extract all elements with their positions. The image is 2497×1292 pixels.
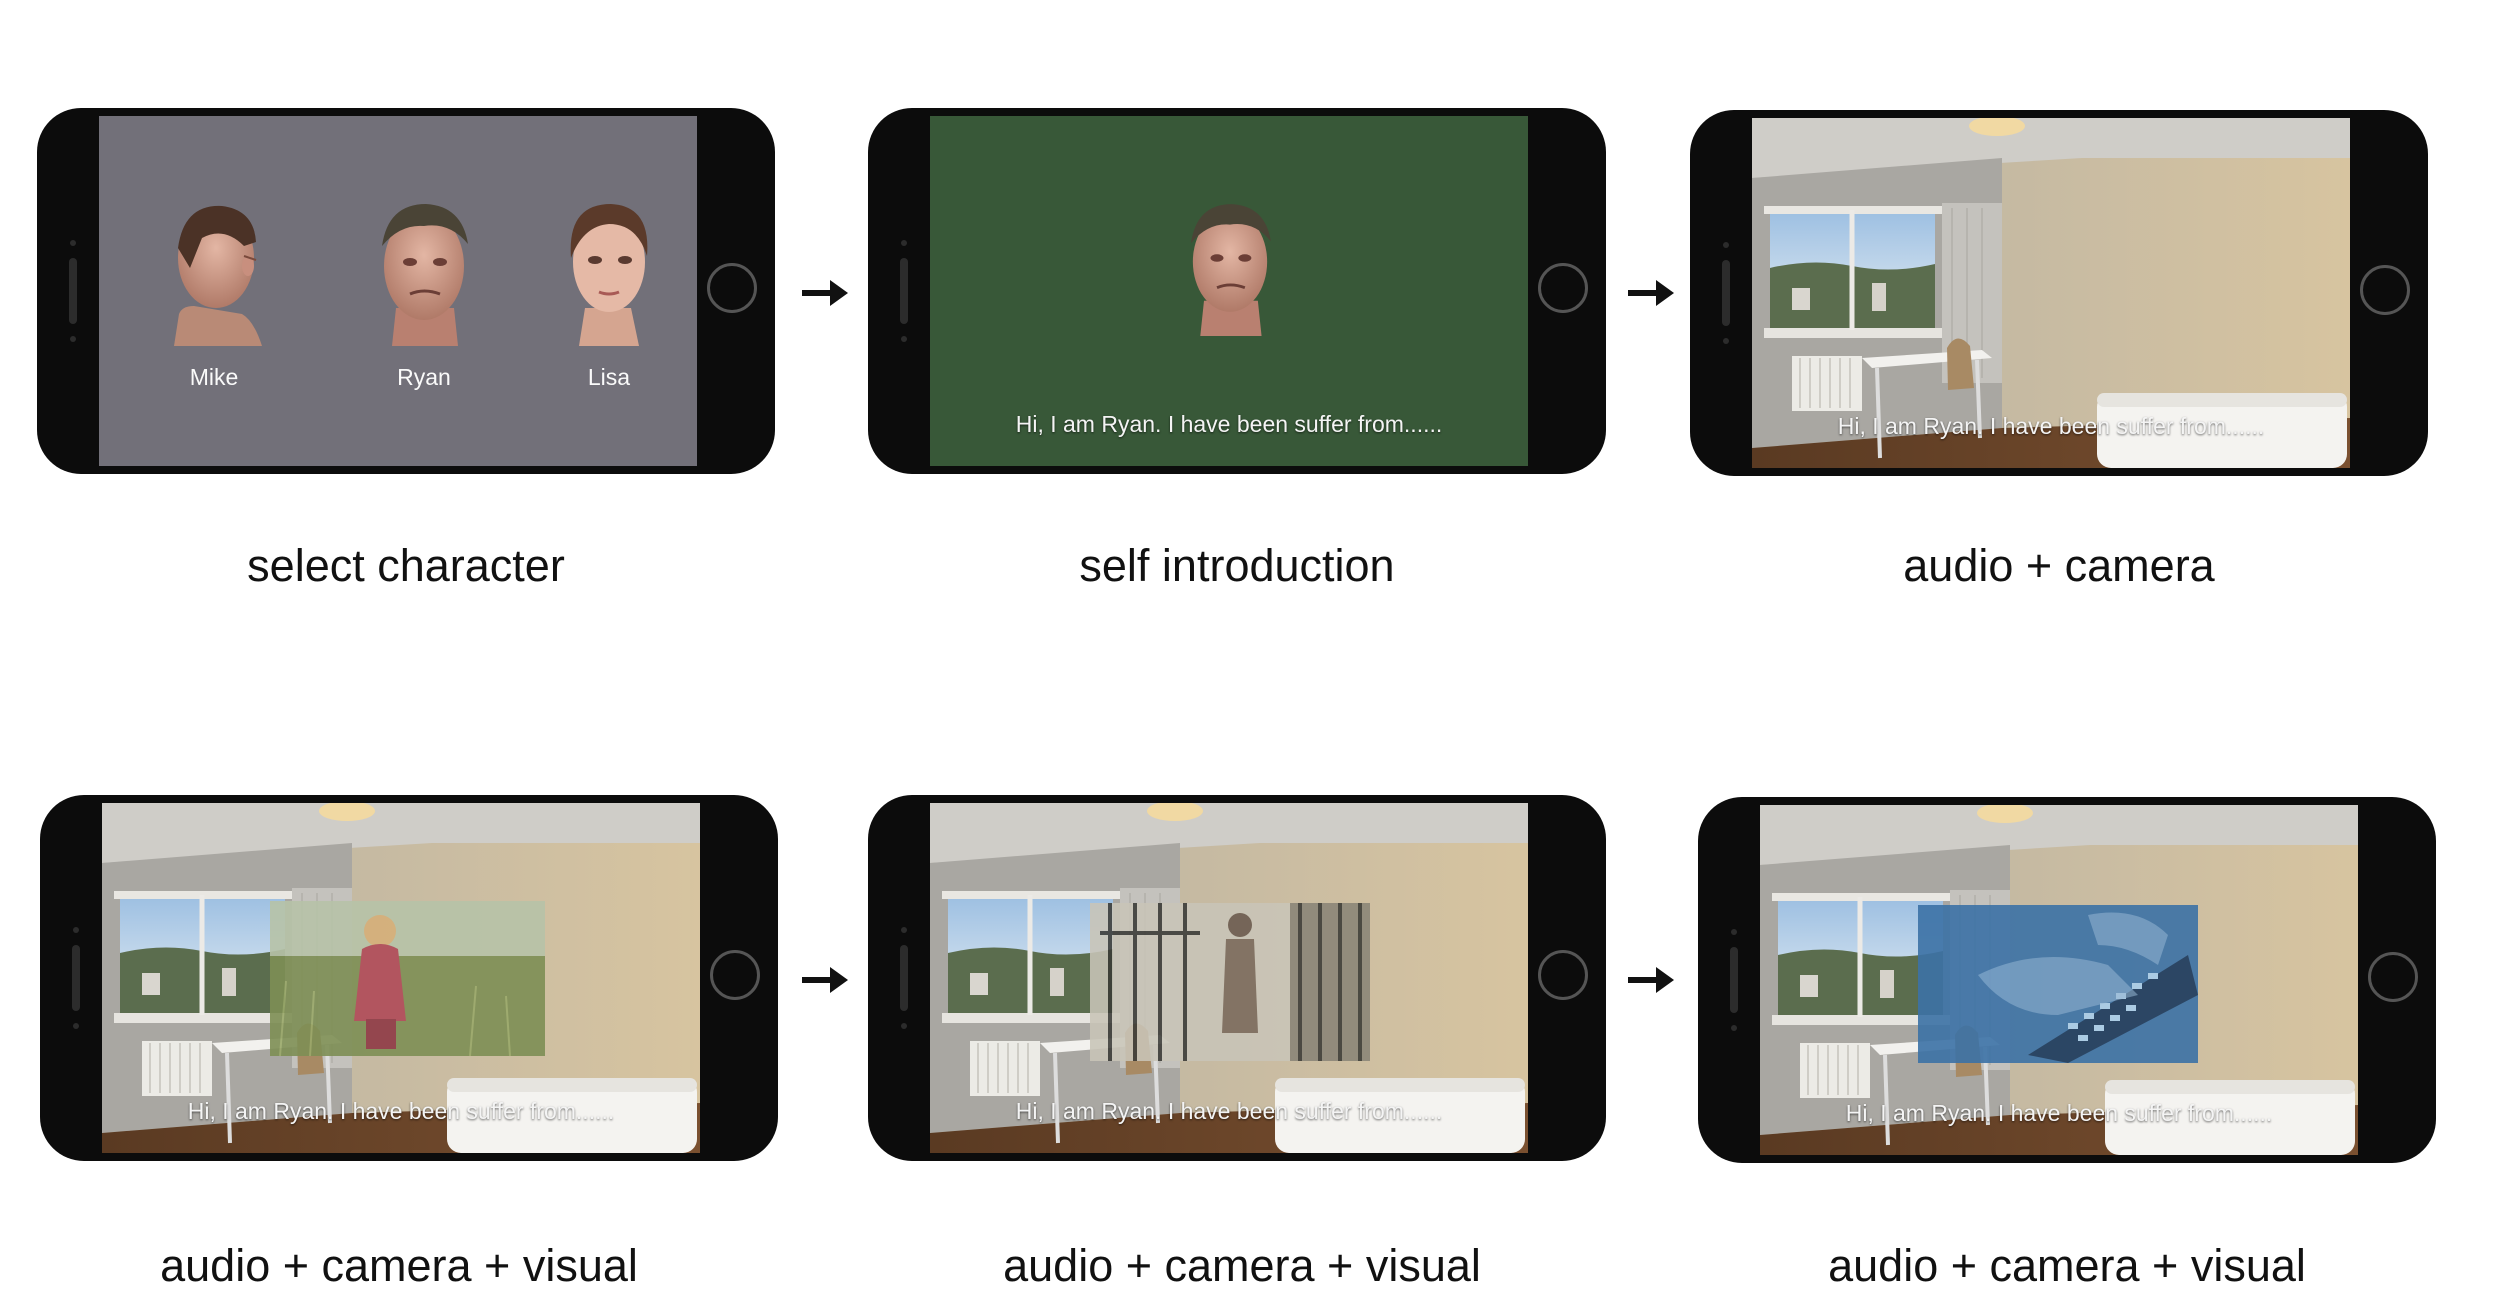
screen-visual-girl: Hi, I am Ryan. I have been suffer from..… xyxy=(102,803,700,1153)
panel-label-visual-3: audio + camera + visual xyxy=(1828,1240,2306,1291)
ryan-head-icon xyxy=(382,204,468,346)
screen-self-introduction: Hi, I am Ryan. I have been suffer from..… xyxy=(930,116,1528,466)
screen-audio-camera: Hi, I am Ryan. I have been suffer from..… xyxy=(1752,118,2350,468)
subtitle-caption: Hi, I am Ryan. I have been suffer from..… xyxy=(1015,411,1443,437)
flow-arrow-3 xyxy=(802,967,848,993)
flow-arrow-4 xyxy=(1628,967,1674,993)
home-button[interactable] xyxy=(1538,263,1588,313)
panel-label-visual-1: audio + camera + visual xyxy=(160,1240,638,1291)
screen-visual-prison: Hi, I am Ryan. I have been suffer from..… xyxy=(930,803,1528,1153)
character-name-lisa: Lisa xyxy=(587,364,631,390)
home-button[interactable] xyxy=(710,950,760,1000)
screen-select-character: Mike Ryan Lisa xyxy=(99,116,697,466)
phone-sensor xyxy=(70,336,76,342)
phone-camera xyxy=(1723,242,1729,248)
home-button[interactable] xyxy=(1538,950,1588,1000)
flow-arrow-2 xyxy=(1628,280,1674,306)
ryan-head-icon xyxy=(1191,204,1271,336)
panel-label-self-introduction: self introduction xyxy=(1079,540,1395,591)
phone-self-introduction: Hi, I am Ryan. I have been suffer from..… xyxy=(868,108,1606,474)
character-ryan[interactable]: Ryan xyxy=(354,196,494,396)
phone-speaker xyxy=(900,258,908,324)
visual-overlay-keyboard xyxy=(1918,905,2198,1063)
subtitle-caption: Hi, I am Ryan. I have been suffer from..… xyxy=(187,1098,615,1124)
subtitle-caption: Hi, I am Ryan. I have been suffer from..… xyxy=(1015,1098,1443,1124)
screen-visual-keyboard: Hi, I am Ryan. I have been suffer from..… xyxy=(1760,805,2358,1155)
phone-audio-camera: Hi, I am Ryan. I have been suffer from..… xyxy=(1690,110,2428,476)
character-mike[interactable]: Mike xyxy=(144,196,284,396)
phone-visual-girl: Hi, I am Ryan. I have been suffer from..… xyxy=(40,795,778,1161)
phone-speaker xyxy=(72,945,80,1011)
phone-camera xyxy=(70,240,76,246)
panel-label-audio-camera: audio + camera xyxy=(1903,540,2215,591)
phone-sensor xyxy=(1723,338,1729,344)
home-button[interactable] xyxy=(2368,952,2418,1002)
phone-select-character: Mike Ryan Lisa xyxy=(37,108,775,474)
phone-camera xyxy=(901,927,907,933)
phone-speaker xyxy=(1722,260,1730,326)
phone-speaker xyxy=(1730,947,1738,1013)
lisa-head-icon xyxy=(570,204,648,346)
phone-camera xyxy=(901,240,907,246)
phone-sensor xyxy=(1731,1025,1737,1031)
phone-sensor xyxy=(73,1023,79,1029)
character-lisa[interactable]: Lisa xyxy=(539,196,679,396)
phone-sensor xyxy=(901,1023,907,1029)
phone-speaker xyxy=(900,945,908,1011)
home-button[interactable] xyxy=(707,263,757,313)
visual-overlay-prison xyxy=(1090,903,1370,1061)
subtitle-caption: Hi, I am Ryan. I have been suffer from..… xyxy=(1845,1100,2273,1126)
phone-sensor xyxy=(901,336,907,342)
home-button[interactable] xyxy=(2360,265,2410,315)
character-name-ryan: Ryan xyxy=(397,364,451,390)
phone-visual-keyboard: Hi, I am Ryan. I have been suffer from..… xyxy=(1698,797,2436,1163)
phone-camera xyxy=(73,927,79,933)
mike-head-icon xyxy=(174,205,262,346)
panel-label-visual-2: audio + camera + visual xyxy=(1003,1240,1481,1291)
subtitle-caption: Hi, I am Ryan. I have been suffer from..… xyxy=(1837,413,2265,439)
phone-visual-prison: Hi, I am Ryan. I have been suffer from..… xyxy=(868,795,1606,1161)
panel-label-select-character: select character xyxy=(247,540,565,591)
phone-speaker xyxy=(69,258,77,324)
character-name-mike: Mike xyxy=(189,364,239,390)
flow-arrow-1 xyxy=(802,280,848,306)
visual-overlay-field xyxy=(270,901,545,1056)
phone-camera xyxy=(1731,929,1737,935)
